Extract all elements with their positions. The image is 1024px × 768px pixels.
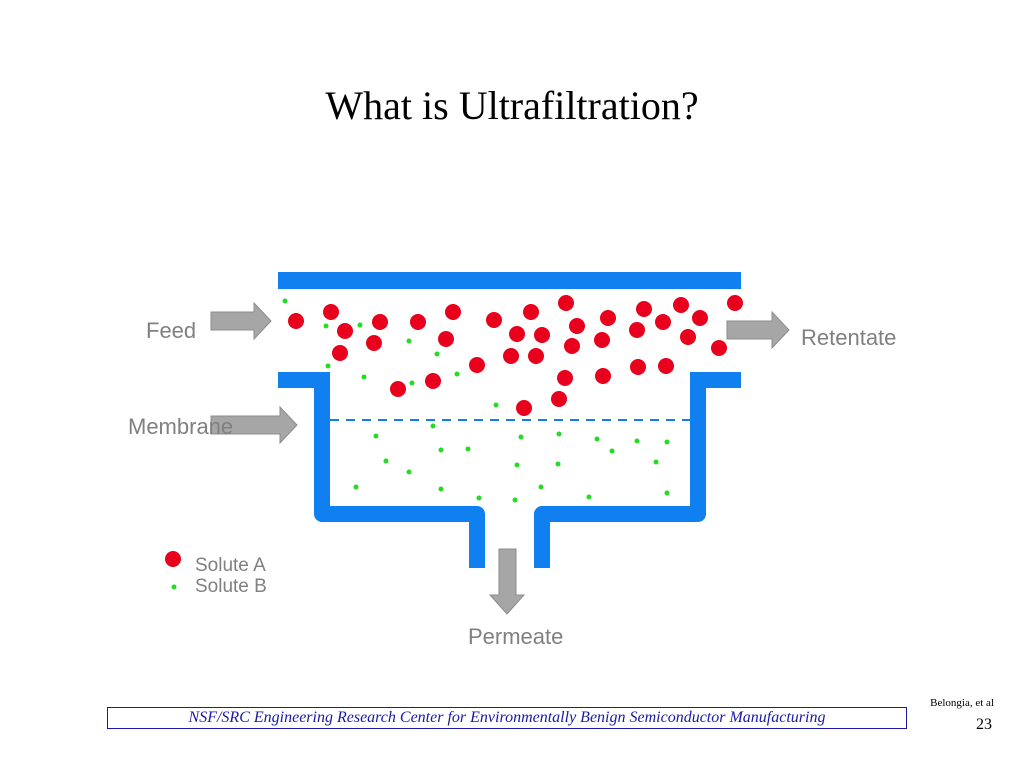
solute-a-particle — [332, 345, 348, 361]
legend-solute-b-label: Solute B — [195, 576, 267, 597]
solute-a-particle — [503, 348, 519, 364]
solute-a-particle — [509, 326, 525, 342]
solute-a-particle — [486, 312, 502, 328]
feed-label: Feed — [146, 318, 196, 343]
slide-title: What is Ultrafiltration? — [325, 83, 699, 128]
solute-b-particle — [357, 322, 363, 328]
legend-solute-a-marker — [165, 551, 181, 567]
solute-b-particle — [406, 338, 412, 344]
membrane-arrow — [210, 405, 298, 445]
solute-a-particle — [655, 314, 671, 330]
solute-b-particle — [323, 323, 329, 329]
solute-b-particle — [664, 439, 670, 445]
solute-a-particle — [528, 348, 544, 364]
permeate-arrow — [488, 548, 526, 615]
solute-b-particle — [282, 298, 288, 304]
feed-arrow — [210, 301, 272, 341]
solute-b-particle — [653, 459, 659, 465]
solute-b-particle — [430, 423, 436, 429]
retentate-arrow — [726, 310, 790, 350]
solute-a-particle — [630, 359, 646, 375]
permeate-label: Permeate — [468, 624, 563, 649]
solute-b-particle — [512, 497, 518, 503]
solute-b-particle — [434, 351, 440, 357]
solute-b-particle — [438, 486, 444, 492]
solute-a-particle — [438, 331, 454, 347]
solute-b-particle — [586, 494, 592, 500]
solute-a-particle — [594, 332, 610, 348]
solute-a-particle — [551, 391, 567, 407]
solute-b-particle — [361, 374, 367, 380]
vessel-top-bar — [278, 272, 741, 289]
solute-a-particle — [658, 358, 674, 374]
solute-b-particle — [634, 438, 640, 444]
solute-b-particles — [282, 298, 670, 503]
solute-a-particle — [629, 322, 645, 338]
solute-a-particle — [569, 318, 585, 334]
vessel-walls — [314, 372, 706, 568]
solute-a-particle — [692, 310, 708, 326]
solute-a-particle — [600, 310, 616, 326]
solute-a-particle — [595, 368, 611, 384]
solute-a-particle — [410, 314, 426, 330]
solute-a-particle — [534, 327, 550, 343]
solute-b-particle — [438, 447, 444, 453]
page-number: 23 — [976, 716, 992, 733]
solute-a-particles — [288, 295, 743, 416]
solute-a-particle — [564, 338, 580, 354]
solute-b-particle — [594, 436, 600, 442]
legend-solute-a-label: Solute A — [195, 555, 266, 576]
solute-a-particle — [288, 313, 304, 329]
solute-b-particle — [476, 495, 482, 501]
legend-solute-b-marker — [171, 584, 177, 590]
solute-b-particle — [514, 462, 520, 468]
solute-b-particle — [493, 402, 499, 408]
retentate-label: Retentate — [801, 325, 896, 350]
solute-a-particle — [516, 400, 532, 416]
solute-a-particle — [558, 295, 574, 311]
solute-a-particle — [673, 297, 689, 313]
solute-b-particle — [383, 458, 389, 464]
solute-a-particle — [390, 381, 406, 397]
solute-a-particle — [337, 323, 353, 339]
solute-a-particle — [523, 304, 539, 320]
solute-b-particle — [454, 371, 460, 377]
solute-b-particle — [353, 484, 359, 490]
legend: Solute A Solute B — [165, 551, 267, 597]
vessel-left-wall — [314, 372, 485, 568]
solute-a-particle — [557, 370, 573, 386]
footer-center-name: NSF/SRC Engineering Research Center for … — [107, 707, 907, 729]
solute-a-particle — [636, 301, 652, 317]
solute-b-particle — [664, 490, 670, 496]
solute-b-particle — [556, 431, 562, 437]
solute-a-particle — [727, 295, 743, 311]
solute-b-particle — [325, 363, 331, 369]
arrows — [210, 301, 790, 615]
solute-a-particle — [372, 314, 388, 330]
solute-a-particle — [323, 304, 339, 320]
solute-b-particle — [518, 434, 524, 440]
vessel-right-wall — [534, 372, 706, 568]
solute-b-particle — [373, 433, 379, 439]
solute-a-particle — [366, 335, 382, 351]
solute-a-particle — [469, 357, 485, 373]
solute-a-particle — [711, 340, 727, 356]
solute-a-particle — [425, 373, 441, 389]
solute-a-particle — [680, 329, 696, 345]
footer-credit: Belongia, et al — [930, 697, 994, 709]
solute-a-particle — [445, 304, 461, 320]
solute-b-particle — [538, 484, 544, 490]
solute-b-particle — [465, 446, 471, 452]
solute-b-particle — [409, 380, 415, 386]
solute-b-particle — [406, 469, 412, 475]
solute-b-particle — [555, 461, 561, 467]
solute-b-particle — [609, 448, 615, 454]
membrane-label: Membrane — [128, 414, 233, 439]
